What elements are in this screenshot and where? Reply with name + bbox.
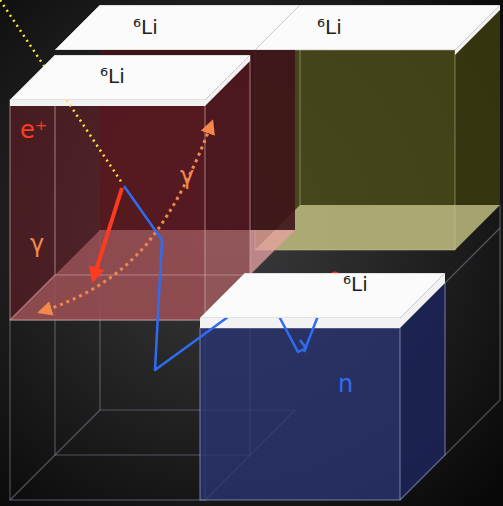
neutron-label: n bbox=[338, 372, 353, 396]
layer-shape bbox=[10, 55, 250, 100]
layer-label: ⁶Li bbox=[100, 66, 125, 86]
positron-label: e⁺ bbox=[20, 118, 47, 142]
blue-cell bbox=[200, 328, 400, 500]
gamma-label: γ bbox=[180, 164, 194, 188]
slab-edges bbox=[10, 5, 500, 328]
layer-shape bbox=[200, 273, 445, 318]
positron-track bbox=[93, 188, 122, 280]
layer-shape bbox=[255, 5, 500, 50]
layer-label: ⁶Li bbox=[317, 17, 342, 37]
layer-label: ⁶Li bbox=[343, 274, 368, 294]
lithium-layer: ⁶Li bbox=[255, 5, 500, 50]
gamma-label: γ bbox=[30, 232, 44, 256]
layer-label: ⁶Li bbox=[133, 17, 158, 37]
lithium-layer: ⁶Li bbox=[10, 55, 250, 100]
lithium-layer: ⁶Li bbox=[200, 273, 445, 318]
red-cell bbox=[10, 100, 205, 320]
gamma-track bbox=[40, 122, 212, 312]
